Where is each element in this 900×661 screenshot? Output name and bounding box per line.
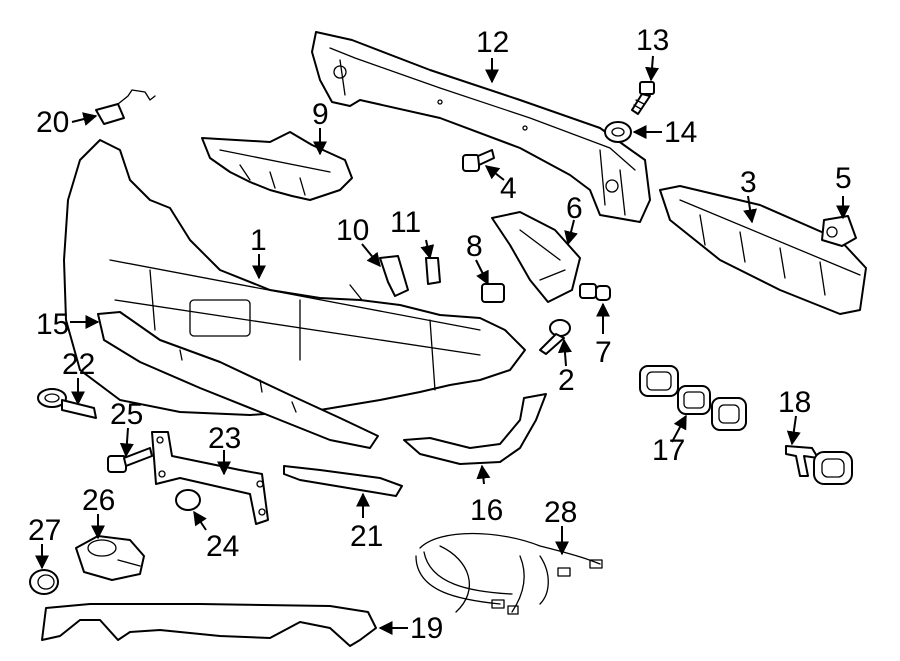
callout-12: 12	[476, 26, 509, 59]
callout-10: 10	[336, 214, 369, 247]
part-underbody-shield	[41, 603, 377, 647]
callout-26: 26	[82, 484, 115, 517]
callout-16: 16	[470, 494, 503, 527]
part-clip-5	[821, 215, 857, 247]
part-screw	[462, 149, 495, 172]
part-trim-strip	[283, 465, 403, 497]
part-wiring-harness	[415, 532, 603, 615]
callout-23: 23	[208, 422, 241, 455]
part-clip-11	[425, 257, 441, 285]
part-sensor-bracket	[95, 89, 156, 125]
part-parking-sensor	[75, 535, 145, 581]
part-letter-badge	[785, 445, 853, 485]
callout-5: 5	[835, 162, 852, 195]
callout-15: 15	[36, 308, 69, 341]
part-energy-absorber	[659, 185, 867, 315]
part-bolt-25	[107, 447, 153, 473]
part-emblem	[639, 365, 747, 431]
part-tow-hook	[37, 388, 97, 419]
callout-7: 7	[595, 336, 612, 369]
callout-20: 20	[36, 106, 69, 139]
callout-24: 24	[206, 530, 239, 563]
callout-labels: 1 2 3 4 5 6 7 8 9 10 11 12 13 14 15 16 1…	[28, 24, 852, 645]
callout-11: 11	[390, 206, 421, 239]
part-clip-10	[379, 255, 409, 297]
callout-2: 2	[558, 364, 575, 397]
callout-14: 14	[664, 116, 697, 149]
part-retainer	[481, 283, 505, 303]
leader-lines	[35, 55, 850, 635]
callout-4: 4	[500, 172, 517, 205]
callout-21: 21	[350, 520, 383, 553]
callout-8: 8	[466, 230, 483, 263]
part-corner-trim	[403, 393, 547, 465]
callout-13: 13	[636, 24, 669, 57]
callout-27: 27	[28, 514, 61, 547]
callout-28: 28	[544, 496, 577, 529]
callout-22: 22	[62, 348, 95, 381]
part-reinforcement-bar	[311, 31, 651, 223]
callout-18: 18	[778, 386, 811, 419]
part-screw-7	[579, 283, 611, 301]
callout-6: 6	[566, 192, 583, 225]
part-bolt	[631, 81, 655, 115]
callout-25: 25	[110, 398, 143, 431]
part-bracket-left	[201, 131, 353, 201]
part-sensor-ring	[29, 569, 59, 595]
part-washer	[604, 121, 632, 143]
callout-3: 3	[740, 166, 757, 199]
part-side-bracket	[491, 211, 581, 303]
callout-19: 19	[410, 612, 443, 645]
callout-9: 9	[312, 98, 329, 131]
part-plug	[175, 489, 201, 511]
part-lower-valance	[97, 311, 379, 449]
callout-1: 1	[250, 224, 267, 257]
callout-17: 17	[652, 434, 685, 467]
part-bracket-plate	[151, 431, 269, 525]
